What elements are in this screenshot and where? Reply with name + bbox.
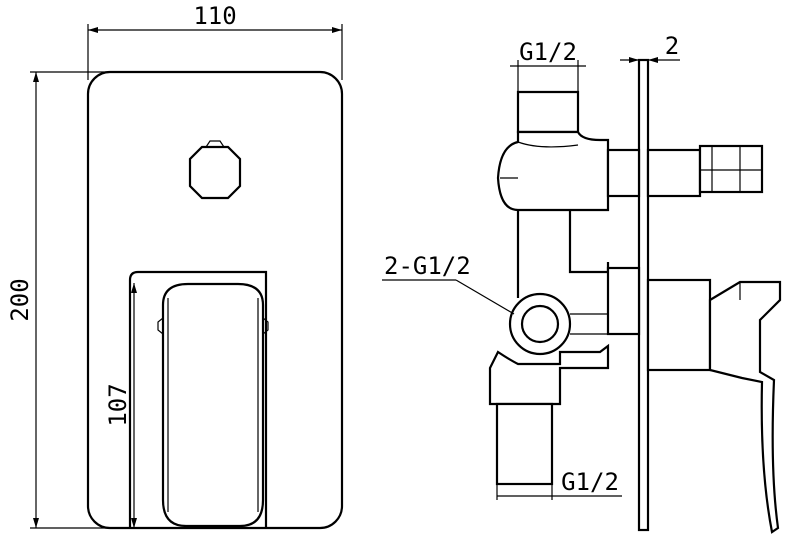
handle-side-stub [262, 317, 269, 335]
top-inlet-stub [516, 90, 580, 134]
side-outlet-ring-inner [520, 304, 560, 344]
handle-height-arrow-bottom [131, 518, 137, 528]
side-outlet-ring-outer [508, 292, 572, 356]
diverter-spindle-out [646, 148, 702, 198]
cartridge-out [646, 278, 712, 372]
cover-plate [86, 70, 344, 530]
lower-body [488, 343, 610, 406]
cartridge-housing [606, 266, 641, 336]
diverter-knob [188, 145, 242, 200]
diverter-knob-side [698, 144, 764, 194]
width-arrow-right [332, 27, 342, 33]
plate-arrow-right [648, 57, 658, 63]
valve-body [516, 210, 610, 298]
lever-side [708, 280, 782, 534]
side-outlets-leader [455, 279, 515, 315]
bottom-outlet-label: G1/2 [561, 468, 619, 496]
diverter-housing [496, 130, 610, 212]
bottom-outlet-stub [495, 402, 554, 486]
side-outlets-label: 2-G1/2 [384, 252, 471, 280]
top-inlet-label: G1/2 [519, 38, 577, 66]
width-label: 110 [193, 2, 236, 30]
lever-handle [161, 282, 265, 528]
plate-arrow-left [629, 57, 639, 63]
handle-height-arrow-top [131, 283, 137, 293]
plate-thickness-label: 2 [665, 32, 679, 60]
handle-recess [128, 270, 268, 528]
housing-detail [517, 141, 579, 148]
width-arrow-left [88, 27, 98, 33]
side-view: G1/2 2 2-G1/2 [382, 32, 782, 534]
diverter-spindle [606, 148, 641, 198]
height-label: 200 [6, 278, 34, 321]
handle-side-stub [157, 317, 164, 335]
wall-plate [637, 58, 650, 532]
diverter-knob-top-detail [204, 140, 226, 148]
front-view: 110 200 107 [6, 2, 344, 530]
height-arrow-bottom [33, 518, 39, 528]
handle-height-label: 107 [104, 383, 132, 426]
height-arrow-top [33, 72, 39, 82]
